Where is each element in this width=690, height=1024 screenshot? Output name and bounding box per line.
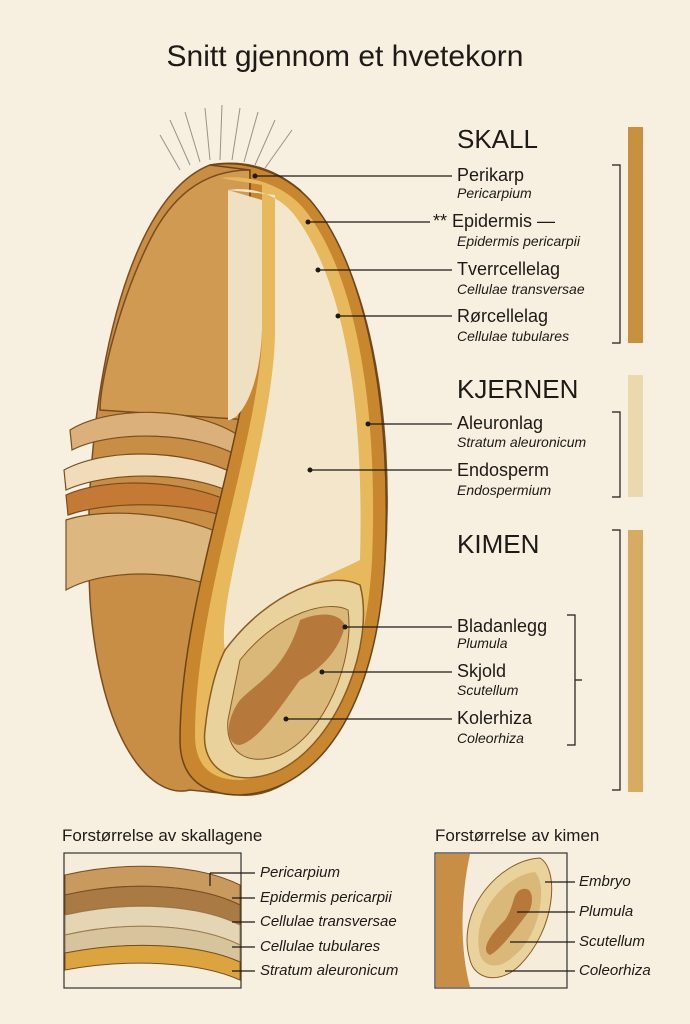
- label-kolerhiza: Kolerhiza: [457, 708, 533, 728]
- inset-title-embryo: Forstørrelse av kimen: [435, 826, 600, 845]
- latin-tubulares: Cellulae tubulares: [457, 328, 570, 344]
- latin-epidermis: Epidermis pericarpii: [457, 233, 580, 249]
- brush-hairs: [159, 104, 293, 171]
- inset-label: Stratum aleuronicum: [260, 962, 399, 979]
- inset-label: Plumula: [579, 903, 634, 920]
- label-endosperm: Endosperm: [457, 460, 550, 480]
- latin-plumula: Plumula: [457, 635, 508, 651]
- latin-endospermium: Endospermium: [457, 482, 552, 498]
- hull-flap: [99, 169, 251, 421]
- kjernen-color-bar: [628, 375, 643, 497]
- latin-coleorhiza: Coleorhiza: [457, 730, 524, 746]
- kimen-color-bar: [628, 530, 643, 792]
- label-epidermis: ** Epidermis —: [433, 211, 556, 231]
- peeled-layers: [63, 411, 246, 602]
- leader-lines: [255, 175, 452, 720]
- skall-color-bar: [628, 127, 643, 343]
- section-heading-kimen: KIMEN: [457, 529, 540, 559]
- latin-aleuronicum: Stratum aleuronicum: [457, 434, 587, 450]
- inset-label: Epidermis pericarpii: [260, 889, 392, 906]
- inset-label: Cellulae transversae: [260, 913, 397, 930]
- inset-label: Scutellum: [579, 933, 645, 950]
- section-heading-kjernen: KJERNEN: [457, 374, 579, 404]
- latin-pericarpium: Pericarpium: [457, 185, 532, 201]
- inset-label: Coleorhiza: [579, 962, 651, 979]
- page-title: Snitt gjennom et hvetekorn: [166, 40, 524, 73]
- inset-label: Pericarpium: [260, 864, 341, 881]
- shell-layers-inset: [63, 852, 255, 989]
- inset-label: Cellulae tubulares: [260, 938, 381, 955]
- latin-scutellum: Scutellum: [457, 682, 519, 698]
- section-heading-skall: SKALL: [457, 124, 538, 154]
- brackets: [567, 164, 621, 791]
- endosperm: [223, 189, 361, 650]
- inset-title-shell: Forstørrelse av skallagene: [62, 826, 263, 845]
- label-perikarp: Perikarp: [457, 165, 525, 185]
- inset-label: Embryo: [579, 873, 631, 890]
- label-skjold: Skjold: [457, 661, 507, 681]
- latin-transversae: Cellulae transversae: [457, 281, 585, 297]
- embryo-inset: [434, 852, 575, 989]
- label-rorcellelag: Rørcellelag: [457, 306, 549, 326]
- label-bladanlegg: Bladanlegg: [457, 616, 548, 636]
- label-aleuronlag: Aleuronlag: [457, 413, 544, 433]
- label-tverrcellelag: Tverrcellelag: [457, 259, 561, 279]
